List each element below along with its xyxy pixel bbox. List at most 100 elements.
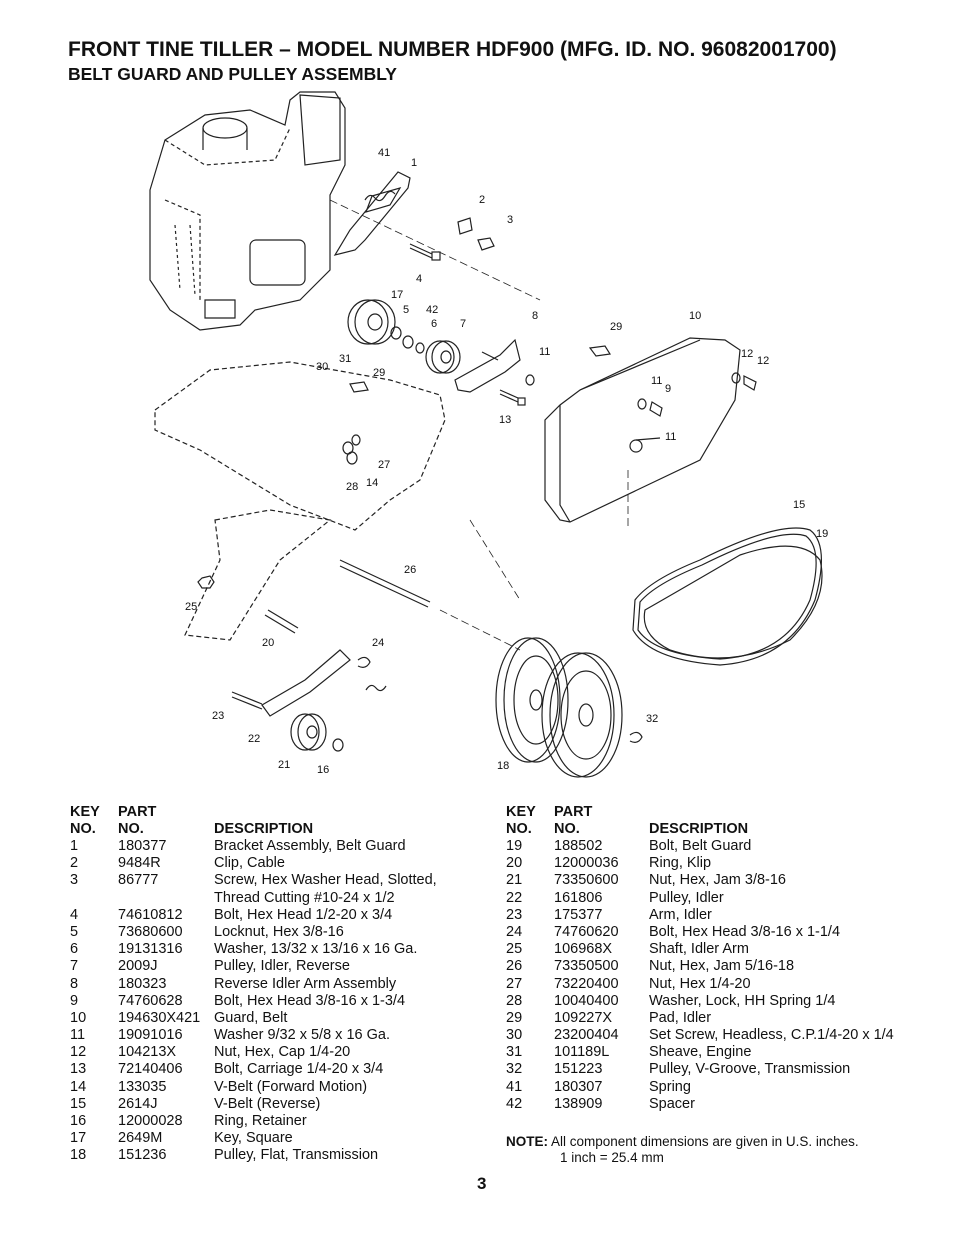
callout-18: 18 — [497, 760, 509, 772]
part-description: Reverse Idler Arm Assembly — [214, 975, 397, 992]
part-description: Bolt, Belt Guard — [649, 838, 752, 854]
table-header: KEY NO. PART NO. DESCRIPTION — [506, 804, 926, 838]
part-description: Nut, Hex, Jam 3/8-16 — [649, 872, 786, 889]
section-title: BELT GUARD AND PULLEY ASSEMBLY — [68, 64, 397, 84]
callout-13: 13 — [499, 414, 511, 426]
part-description: Nut, Hex, Cap 1/4-20 — [214, 1044, 351, 1061]
page-title: FRONT TINE TILLER – MODEL NUMBER HDF900 … — [68, 38, 837, 61]
part-description: Bolt, Hex Head 3/8-16 x 1-3/4 — [214, 992, 406, 1009]
part-description: Spring — [649, 1078, 691, 1095]
part-number: 74610812 — [118, 906, 183, 923]
page-number: 3 — [477, 1174, 487, 1193]
part-number: 161806 — [554, 889, 603, 906]
part-header-line2: NO. — [118, 821, 144, 837]
callout-14: 14 — [366, 477, 378, 489]
callout-11: 11 — [539, 346, 550, 358]
part-description: Arm, Idler — [649, 906, 712, 923]
part-number: 151223 — [554, 1061, 603, 1078]
callout-17: 17 — [391, 289, 403, 301]
part-key: 17 — [70, 1130, 87, 1147]
part-number: 151236 — [118, 1147, 167, 1164]
part-number: 73220400 — [554, 975, 619, 992]
part-description-continued: Thread Cutting #10-24 x 1/2 — [214, 889, 395, 906]
part-key: 18 — [70, 1147, 87, 1164]
part-number: 73350500 — [554, 958, 619, 975]
part-key: 1 — [70, 838, 79, 854]
part-description: Pulley, V-Groove, Transmission — [649, 1061, 851, 1078]
part-description: Clip, Cable — [214, 855, 285, 872]
callout-16: 16 — [317, 764, 329, 776]
part-number: 74760620 — [554, 923, 619, 940]
part-number: 101189L — [554, 1044, 610, 1061]
part-number: 194630X421 — [118, 1009, 201, 1026]
engine-drawing — [149, 91, 346, 331]
table-header: KEY NO. PART NO. DESCRIPTION — [70, 804, 490, 838]
part-key: 10 — [70, 1009, 87, 1026]
part-key: 24 — [506, 923, 523, 940]
part-description: Pulley, Flat, Transmission — [214, 1147, 379, 1164]
part-description: Spacer — [649, 1095, 695, 1112]
part-number: 2649M — [118, 1130, 163, 1147]
part-description: Nut, Hex 1/4-20 — [649, 975, 751, 992]
part-number: 72140406 — [118, 1061, 183, 1078]
part-key: 23 — [506, 906, 523, 923]
part-number: 10040400 — [554, 992, 619, 1009]
part-number: 19131316 — [118, 941, 183, 958]
part-description: Nut, Hex, Jam 5/16-18 — [649, 958, 795, 975]
part-number: 73350600 — [554, 872, 619, 889]
part-number: 180377 — [118, 838, 167, 854]
part-row: 41 180307 Spring — [506, 1079, 926, 1096]
callout-8: 8 — [532, 310, 538, 322]
callout-3: 3 — [507, 214, 513, 226]
callout-28: 28 — [346, 481, 358, 493]
callout-42: 42 — [426, 304, 438, 316]
part-key: 30 — [506, 1027, 523, 1044]
part-key: 8 — [70, 975, 79, 992]
part-number: 73680600 — [118, 923, 183, 940]
callout-6: 6 — [431, 318, 437, 330]
part-key: 3 — [70, 872, 79, 889]
part-number: 180323 — [118, 975, 167, 992]
part-number: 180307 — [554, 1078, 603, 1095]
part-row-continuation: Thread Cutting #10-24 x 1/2 — [70, 890, 490, 907]
key-header-line2: NO. — [506, 821, 532, 837]
callout-29: 29 — [373, 367, 385, 379]
part-description: Washer, Lock, HH Spring 1/4 — [649, 992, 836, 1009]
part-key: 9 — [70, 992, 79, 1009]
part-description: Pad, Idler — [649, 1009, 712, 1026]
callout-20: 20 — [262, 637, 274, 649]
part-key: 11 — [70, 1027, 86, 1044]
part-row: 24 74760620 Bolt, Hex Head 3/8-16 x 1-1/4 — [506, 924, 926, 941]
part-key: 2 — [70, 855, 79, 872]
part-description: Bolt, Hex Head 3/8-16 x 1-1/4 — [649, 923, 841, 940]
part-key: 5 — [70, 923, 79, 940]
callout-15: 15 — [793, 499, 805, 511]
callout-1: 1 — [411, 157, 417, 169]
part-description: Set Screw, Headless, C.P.1/4-20 x 1/4 — [649, 1027, 894, 1044]
callout-24: 24 — [372, 637, 384, 649]
part-key: 6 — [70, 941, 79, 958]
part-key: 16 — [70, 1113, 87, 1129]
part-description: Pulley, Idler, Reverse — [214, 958, 350, 975]
callout-2: 2 — [479, 194, 485, 206]
key-header-line1: KEY — [506, 804, 536, 820]
part-number: 133035 — [118, 1078, 167, 1095]
part-description: Ring, Klip — [649, 855, 712, 872]
callout-41: 41 — [378, 147, 390, 159]
part-description: V-Belt (Forward Motion) — [214, 1078, 368, 1095]
part-key: 41 — [506, 1078, 523, 1095]
part-description: Key, Square — [214, 1130, 293, 1147]
part-key: 20 — [506, 855, 523, 872]
callout-21: 21 — [278, 759, 290, 771]
